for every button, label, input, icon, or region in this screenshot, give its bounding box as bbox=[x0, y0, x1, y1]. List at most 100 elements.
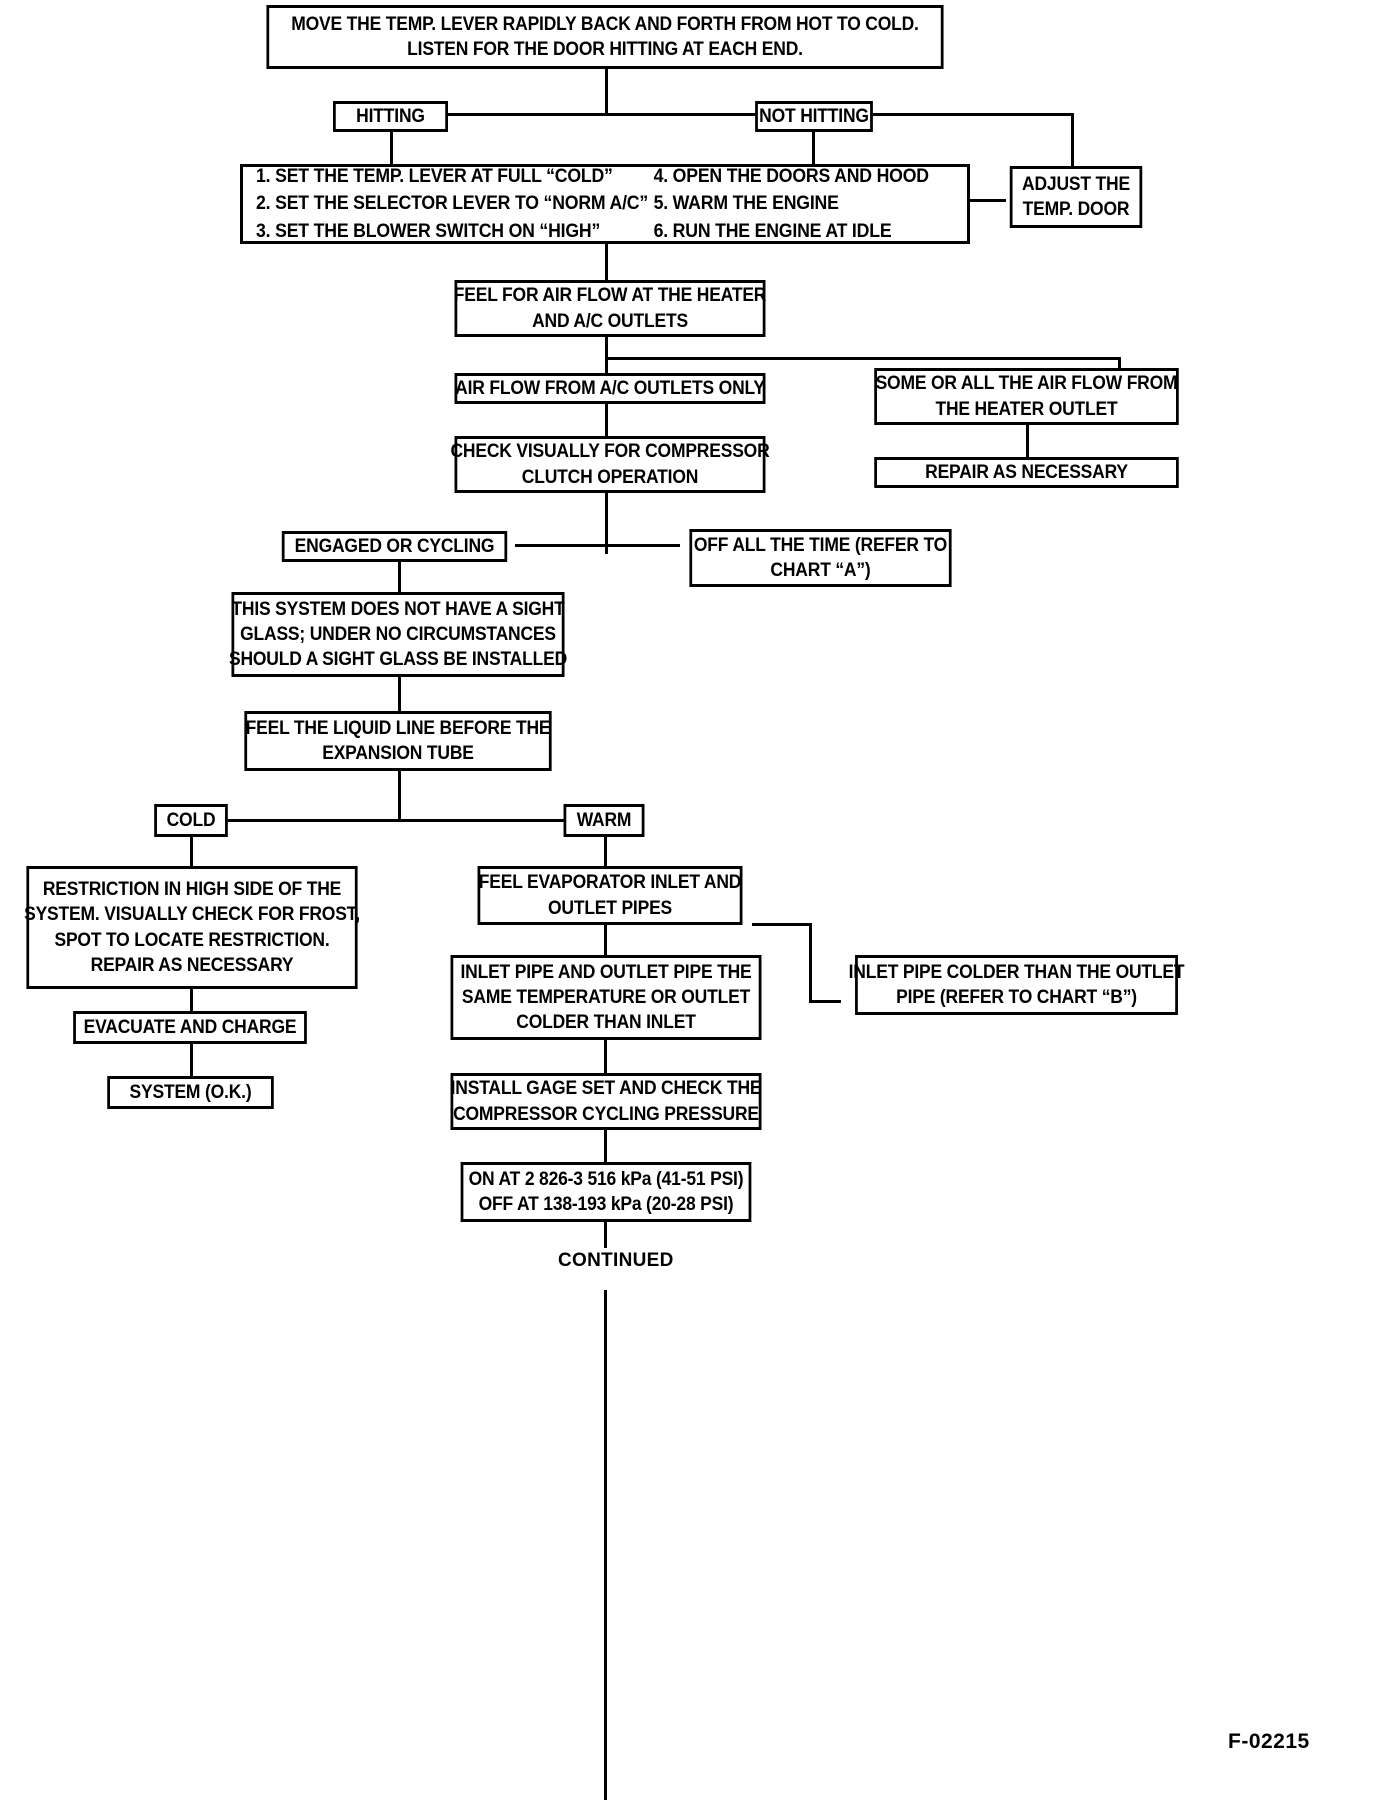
connector-warm-down bbox=[604, 837, 607, 868]
node-no-sight-glass-line1: THIS SYSTEM DOES NOT HAVE A SIGHT bbox=[231, 598, 565, 620]
step-4: 4. OPEN THE DOORS AND HOOD bbox=[653, 165, 929, 187]
node-same-temp-line2: SAME TEMPERATURE OR OUTLET bbox=[461, 986, 751, 1008]
node-start-line1: MOVE THE TEMP. LEVER RAPIDLY BACK AND FO… bbox=[291, 13, 919, 35]
node-not-hitting[interactable]: NOT HITTING bbox=[755, 101, 873, 132]
node-cycling-pressures[interactable]: ON AT 2 826-3 516 kPa (41-51 PSI) OFF AT… bbox=[460, 1162, 752, 1222]
node-repair-as-necessary[interactable]: REPAIR AS NECESSARY bbox=[874, 457, 1179, 488]
node-inlet-colder-line2: PIPE (REFER TO CHART “B”) bbox=[896, 987, 1137, 1008]
connector-evap-down bbox=[604, 925, 607, 957]
connector-evap-right-down bbox=[809, 923, 812, 1003]
step-5: 5. WARM THE ENGINE bbox=[653, 193, 839, 215]
node-same-temp-line3: COLDER THAN INLET bbox=[516, 1012, 696, 1034]
connector-evap-to-inletcolder bbox=[809, 1000, 841, 1003]
connector-sametemp-down bbox=[604, 1039, 607, 1075]
node-pressure-on: ON AT 2 826-3 516 kPa (41-51 PSI) bbox=[468, 1168, 744, 1190]
node-engaged-or-cycling[interactable]: ENGAGED OR CYCLING bbox=[281, 531, 508, 562]
node-feel-liquid-line1: FEEL THE LIQUID LINE BEFORE THE bbox=[245, 717, 551, 739]
node-off-all-time-line2: CHART “A”) bbox=[770, 560, 871, 581]
node-system-ok[interactable]: SYSTEM (O.K.) bbox=[107, 1076, 274, 1109]
connector-liquidline-down bbox=[398, 771, 401, 821]
step-1: 1. SET THE TEMP. LEVER AT FULL “COLD” bbox=[256, 165, 613, 187]
node-check-clutch-line2: CLUTCH OPERATION bbox=[521, 466, 699, 488]
node-not-hitting-label: NOT HITTING bbox=[759, 105, 869, 127]
connector-adjust-down bbox=[1071, 113, 1074, 167]
node-no-sight-glass-line3: SHOULD A SIGHT GLASS BE INSTALLED bbox=[228, 649, 568, 671]
node-hitting-label: HITTING bbox=[356, 105, 425, 127]
node-heater-outlet-flow[interactable]: SOME OR ALL THE AIR FLOW FROM THE HEATER… bbox=[874, 368, 1179, 425]
node-repair-label: REPAIR AS NECESSARY bbox=[925, 461, 1128, 483]
node-warm[interactable]: WARM bbox=[563, 804, 645, 837]
node-adjust-temp-door[interactable]: ADJUST THE TEMP. DOOR bbox=[1009, 166, 1143, 228]
node-no-sight-glass[interactable]: THIS SYSTEM DOES NOT HAVE A SIGHT GLASS;… bbox=[228, 592, 568, 677]
connector-steps-down bbox=[605, 243, 608, 280]
node-restriction-line2: SYSTEM. VISUALLY CHECK FOR FROST, bbox=[24, 904, 360, 926]
node-inlet-colder[interactable]: INLET PIPE COLDER THAN THE OUTLET PIPE (… bbox=[849, 955, 1185, 1015]
setup-steps-left-column: 1. SET THE TEMP. LEVER AT FULL “COLD” 2.… bbox=[243, 163, 649, 246]
connector-cold-down bbox=[190, 837, 193, 868]
node-feel-air-flow[interactable]: FEEL FOR AIR FLOW AT THE HEATER AND A/C … bbox=[453, 280, 767, 337]
node-start-line2: LISTEN FOR THE DOOR HITTING AT EACH END. bbox=[407, 39, 803, 60]
node-install-gage-line2: COMPRESSOR CYCLING PRESSURE bbox=[453, 1103, 759, 1125]
node-off-all-time[interactable]: OFF ALL THE TIME (REFER TO CHART “A”) bbox=[689, 529, 952, 587]
node-engaged-label: ENGAGED OR CYCLING bbox=[294, 535, 495, 557]
connector-nothitting-down bbox=[812, 131, 815, 164]
figure-code: F-02215 bbox=[1228, 1730, 1310, 1753]
node-restriction-line3: SPOT TO LOCATE RESTRICTION. bbox=[54, 929, 330, 951]
connector-start-down bbox=[605, 69, 608, 115]
connector-clutch-split bbox=[515, 544, 680, 547]
connector-feelair-down bbox=[605, 337, 608, 375]
node-restriction-line1: RESTRICTION IN HIGH SIDE OF THE bbox=[42, 879, 342, 901]
node-install-gage-line1: INSTALL GAGE SET AND CHECK THE bbox=[450, 1078, 762, 1100]
continued-label: CONTINUED bbox=[558, 1250, 674, 1271]
node-install-gage-set[interactable]: INSTALL GAGE SET AND CHECK THE COMPRESSO… bbox=[450, 1073, 762, 1130]
connector-evap-right bbox=[752, 923, 812, 926]
node-same-temp-line1: INLET PIPE AND OUTLET PIPE THE bbox=[460, 961, 752, 983]
connector-nothitting-right bbox=[878, 113, 1074, 116]
connector-pressures-down bbox=[604, 1221, 607, 1248]
setup-steps-right-column: 4. OPEN THE DOORS AND HOOD 5. WARM THE E… bbox=[648, 163, 945, 246]
node-heater-outlet-line1: SOME OR ALL THE AIR FLOW FROM bbox=[875, 373, 1178, 395]
connector-restriction-down bbox=[190, 989, 193, 1012]
connector-coldwarm-split bbox=[190, 819, 640, 822]
node-feel-liquid-line2: EXPANSION TUBE bbox=[322, 743, 474, 764]
node-restriction[interactable]: RESTRICTION IN HIGH SIDE OF THE SYSTEM. … bbox=[24, 866, 360, 989]
node-start[interactable]: MOVE THE TEMP. LEVER RAPIDLY BACK AND FO… bbox=[266, 5, 944, 69]
node-feel-evap-line2: OUTLET PIPES bbox=[547, 897, 673, 919]
node-same-temperature[interactable]: INLET PIPE AND OUTLET PIPE THE SAME TEMP… bbox=[450, 955, 762, 1040]
node-inlet-colder-line1: INLET PIPE COLDER THAN THE OUTLET bbox=[848, 961, 1185, 983]
connector-clutch-down bbox=[605, 492, 608, 554]
connector-heater-to-repair bbox=[1026, 424, 1029, 458]
node-adjust-line1: ADJUST THE bbox=[1022, 173, 1130, 195]
step-3: 3. SET THE BLOWER SWITCH ON “HIGH” bbox=[256, 220, 601, 242]
node-check-clutch-line1: CHECK VISUALLY FOR COMPRESSOR bbox=[450, 441, 770, 463]
node-feel-liquid-line[interactable]: FEEL THE LIQUID LINE BEFORE THE EXPANSIO… bbox=[244, 711, 552, 771]
connector-feelair-branch bbox=[605, 357, 1121, 360]
node-feel-air-flow-line1: FEEL FOR AIR FLOW AT THE HEATER bbox=[453, 285, 767, 307]
node-system-ok-label: SYSTEM (O.K.) bbox=[129, 1081, 252, 1103]
node-ac-outlets-only[interactable]: AIR FLOW FROM A/C OUTLETS ONLY bbox=[454, 373, 766, 404]
node-feel-air-flow-line2: AND A/C OUTLETS bbox=[532, 310, 688, 332]
node-feel-evap-line1: FEEL EVAPORATOR INLET AND bbox=[478, 872, 742, 894]
step-2: 2. SET THE SELECTOR LEVER TO “NORM A/C” bbox=[256, 193, 649, 215]
node-hitting[interactable]: HITTING bbox=[333, 101, 448, 132]
connector-steps-to-adjust bbox=[968, 199, 1006, 202]
node-evacuate-and-charge[interactable]: EVACUATE AND CHARGE bbox=[73, 1011, 307, 1044]
connector-continued-down bbox=[604, 1290, 607, 1800]
connector-engaged-down bbox=[398, 562, 401, 593]
node-cold-label: COLD bbox=[166, 809, 216, 831]
node-heater-outlet-line2: THE HEATER OUTLET bbox=[935, 398, 1118, 420]
connector-aconly-down bbox=[605, 402, 608, 436]
connector-gage-down bbox=[604, 1129, 607, 1163]
connector-hitting-down bbox=[390, 131, 393, 164]
node-setup-steps[interactable]: 1. SET THE TEMP. LEVER AT FULL “COLD” 2.… bbox=[240, 164, 970, 244]
node-feel-evap-pipes[interactable]: FEEL EVAPORATOR INLET AND OUTLET PIPES bbox=[477, 866, 743, 925]
connector-start-split bbox=[392, 113, 882, 116]
node-ac-outlets-only-label: AIR FLOW FROM A/C OUTLETS ONLY bbox=[455, 377, 765, 399]
node-cold[interactable]: COLD bbox=[154, 804, 228, 837]
connector-sightglass-down bbox=[398, 676, 401, 711]
node-check-clutch[interactable]: CHECK VISUALLY FOR COMPRESSOR CLUTCH OPE… bbox=[450, 436, 770, 493]
node-no-sight-glass-line2: GLASS; UNDER NO CIRCUMSTANCES bbox=[240, 623, 556, 645]
node-off-all-time-line1: OFF ALL THE TIME (REFER TO bbox=[693, 534, 948, 556]
node-pressure-off: OFF AT 138-193 kPa (20-28 PSI) bbox=[478, 1194, 734, 1215]
